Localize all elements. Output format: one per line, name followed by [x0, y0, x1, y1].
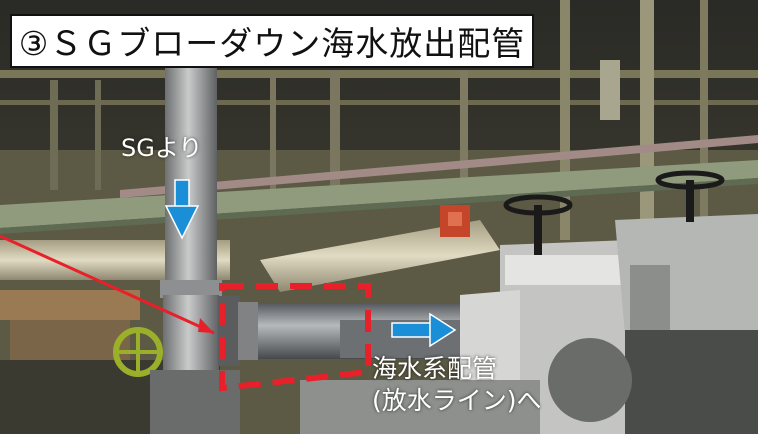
- destination-line-2: (放水ライン)へ: [372, 386, 542, 415]
- arrow-down-icon: [164, 179, 200, 240]
- destination-label: 海水系配管 (放水ライン)へ: [372, 353, 542, 417]
- destination-line-1: 海水系配管: [372, 354, 498, 383]
- arrow-right-icon: [391, 312, 457, 348]
- from-sg-label: SGより: [121, 134, 203, 162]
- figure-title: ③ＳＧブローダウン海水放出配管: [10, 14, 534, 68]
- highlight-dashed-box: [219, 283, 371, 392]
- leader-line: [0, 234, 215, 335]
